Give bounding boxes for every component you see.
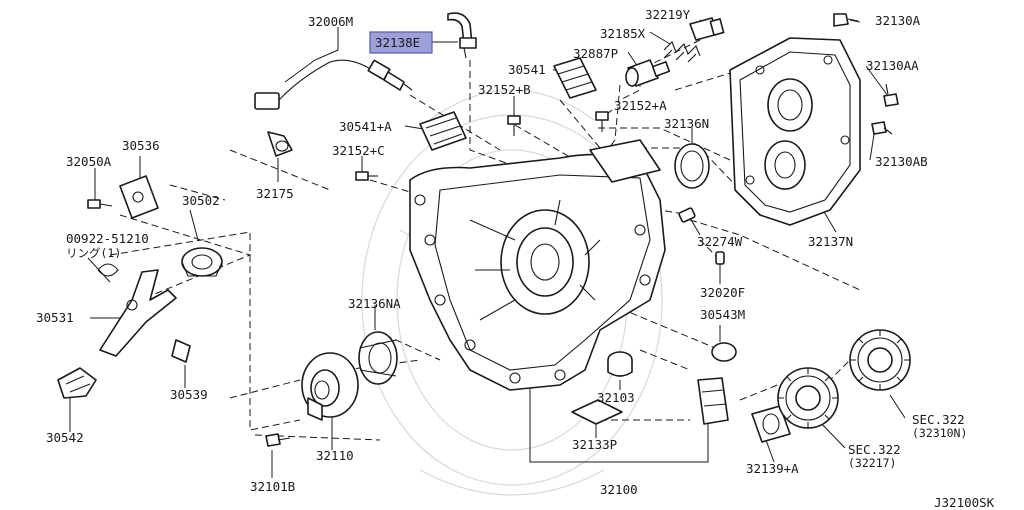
guide-lines bbox=[109, 39, 861, 441]
label-32138E[interactable]: 32138E bbox=[375, 35, 420, 50]
plunger-32887P bbox=[625, 59, 671, 87]
label-32136N[interactable]: 32136N bbox=[664, 116, 709, 131]
boot-30542 bbox=[57, 367, 97, 399]
seal-32136N bbox=[674, 143, 710, 189]
label-sec322-32310N-sub: (32310N) bbox=[912, 426, 967, 440]
highlight-32138E bbox=[369, 31, 433, 54]
label-30542[interactable]: 30542 bbox=[46, 430, 84, 445]
bracket-32100 bbox=[697, 377, 729, 425]
label-32020F[interactable]: 32020F bbox=[700, 285, 745, 300]
bracket-30536 bbox=[119, 175, 159, 219]
label-32219Y[interactable]: 32219Y bbox=[645, 7, 691, 22]
label-sec322-32310N[interactable]: SEC.322 bbox=[912, 412, 965, 427]
label-32139A[interactable]: 32139+A bbox=[746, 461, 799, 476]
flange-32110 bbox=[301, 352, 359, 421]
gasket-32139A bbox=[751, 405, 791, 443]
breather-32103 bbox=[607, 351, 633, 377]
label-sec322-32217[interactable]: SEC.322 bbox=[848, 442, 901, 457]
label-32103[interactable]: 32103 bbox=[597, 390, 635, 405]
label-32175[interactable]: 32175 bbox=[256, 186, 294, 201]
label-32137N[interactable]: 32137N bbox=[808, 234, 853, 249]
label-30543M[interactable]: 30543M bbox=[700, 307, 745, 322]
plug-30543M bbox=[711, 342, 737, 362]
harness-32006M bbox=[254, 59, 413, 110]
label-32130AA[interactable]: 32130AA bbox=[866, 58, 919, 73]
gear-32217 bbox=[777, 367, 839, 429]
housing-32137N bbox=[729, 37, 861, 226]
switch-32219Y bbox=[689, 17, 725, 41]
label-30541[interactable]: 30541 bbox=[508, 62, 546, 77]
seal-32136NA bbox=[358, 331, 398, 385]
label-32133P[interactable]: 32133P bbox=[572, 437, 617, 452]
label-32006M[interactable]: 32006M bbox=[308, 14, 353, 29]
label-32152B[interactable]: 32152+B bbox=[478, 82, 531, 97]
bolts-32130 bbox=[833, 13, 899, 135]
bolt-32050A bbox=[87, 199, 113, 209]
label-00922-sub: リング(1) bbox=[66, 246, 121, 260]
bearing-30502 bbox=[181, 247, 223, 277]
bolts-32152 bbox=[355, 111, 609, 181]
label-30541A[interactable]: 30541+A bbox=[339, 119, 392, 134]
label-32152C[interactable]: 32152+C bbox=[332, 143, 385, 158]
label-32110[interactable]: 32110 bbox=[316, 448, 354, 463]
label-30539[interactable]: 30539 bbox=[170, 387, 208, 402]
boot-30541 bbox=[553, 57, 597, 99]
label-30536[interactable]: 30536 bbox=[122, 138, 160, 153]
label-32050A[interactable]: 32050A bbox=[66, 154, 112, 169]
label-32130AB[interactable]: 32130AB bbox=[875, 154, 928, 169]
label-32136NA[interactable]: 32136NA bbox=[348, 296, 401, 311]
label-00922-51210[interactable]: 00922-51210 bbox=[66, 231, 149, 246]
label-30502[interactable]: 30502 bbox=[182, 193, 220, 208]
label-32274W[interactable]: 32274W bbox=[697, 234, 743, 249]
label-sec322-32217-sub: (32217) bbox=[848, 456, 896, 470]
pivot-30539 bbox=[171, 339, 191, 363]
gasket-30541A bbox=[419, 111, 467, 151]
label-30531[interactable]: 30531 bbox=[36, 310, 74, 325]
label-32152A[interactable]: 32152+A bbox=[614, 98, 667, 113]
pin-32274W bbox=[678, 207, 696, 223]
label-32101B[interactable]: 32101B bbox=[250, 479, 295, 494]
part-labels: 32006M 32138E 32219Y 32185X 32887P 32130… bbox=[36, 7, 995, 510]
spring-32185X bbox=[663, 41, 701, 63]
gear-32310N bbox=[849, 329, 911, 391]
bolt-32101B bbox=[265, 433, 291, 447]
pipe-32138E bbox=[447, 12, 477, 59]
label-32130A[interactable]: 32130A bbox=[875, 13, 921, 28]
ring-00922 bbox=[97, 263, 119, 277]
fork-30531 bbox=[99, 269, 177, 357]
label-32887P[interactable]: 32887P bbox=[573, 46, 618, 61]
case-32100 bbox=[409, 139, 666, 391]
dowel-32020F bbox=[715, 251, 725, 265]
clip-32175 bbox=[267, 131, 293, 157]
plate-32133P bbox=[571, 399, 623, 425]
label-32185X[interactable]: 32185X bbox=[600, 26, 646, 41]
label-32100[interactable]: 32100 bbox=[600, 482, 638, 497]
diagram-code: J32100SK bbox=[934, 495, 995, 510]
